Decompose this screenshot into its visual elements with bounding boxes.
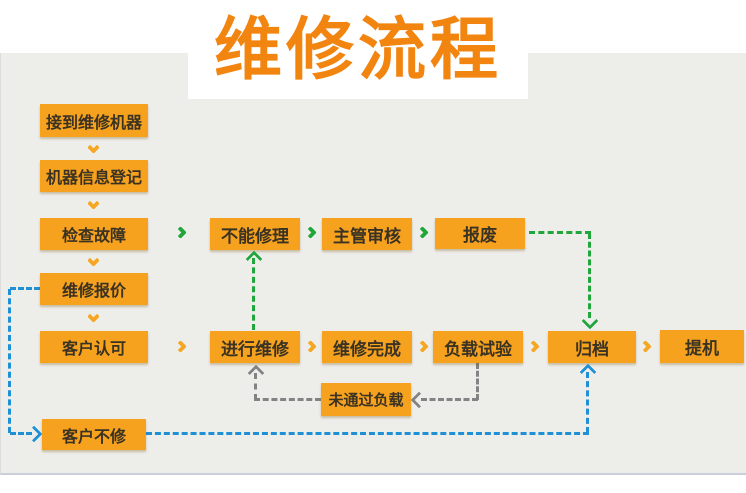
- node-scrap: 报废: [435, 218, 525, 249]
- node-load-fail: 未通过负载: [321, 383, 411, 416]
- connector-loadtest-loadfail-vertical: [476, 363, 479, 400]
- node-check-fault: 检查故障: [40, 218, 148, 250]
- connector-repair-cannotrepair-vertical: [252, 258, 255, 330]
- node-register-info: 机器信息登记: [40, 160, 148, 192]
- connector-decline-archive-horizontal: [146, 432, 589, 435]
- connector-decline-archive-vertical: [586, 372, 589, 433]
- connector-loadfail-repair-vertical: [254, 373, 257, 400]
- node-archive: 归档: [548, 331, 636, 363]
- connector-quote-decline-bottom: [10, 432, 32, 435]
- node-cannot-repair: 不能修理: [210, 218, 300, 250]
- title-banner: 维修流程: [188, 0, 528, 99]
- node-supervisor-review: 主管审核: [322, 218, 412, 250]
- node-customer-decline: 客户不修: [42, 419, 146, 450]
- connector-loadtest-loadfail-horizontal: [421, 398, 478, 401]
- connector-quote-decline-top: [10, 287, 40, 290]
- connector-scrap-archive-horizontal: [529, 231, 591, 234]
- connector-quote-decline-vertical: [8, 289, 11, 433]
- node-pickup: 提机: [660, 330, 744, 363]
- page-title: 维修流程: [213, 11, 502, 88]
- node-load-test: 负载试验: [433, 331, 523, 363]
- node-receive-machine: 接到维修机器: [40, 104, 148, 137]
- node-customer-approve: 客户认可: [40, 331, 148, 363]
- node-repair-quote: 维修报价: [40, 273, 148, 305]
- node-do-repair: 进行维修: [210, 331, 300, 363]
- node-repair-done: 维修完成: [322, 331, 412, 363]
- connector-loadfail-repair-horizontal: [254, 398, 321, 401]
- connector-scrap-archive-vertical: [588, 233, 591, 318]
